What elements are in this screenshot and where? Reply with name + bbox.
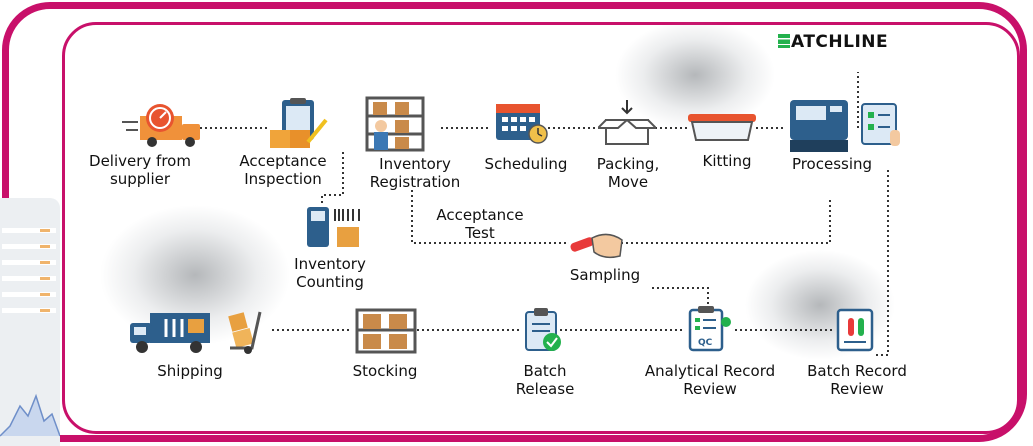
- node-inventory-counting-label: Inventory Counting: [294, 255, 366, 291]
- node-delivery-label: Delivery from supplier: [89, 152, 191, 188]
- dashboard-thumbnail: [0, 198, 60, 446]
- node-kitting-label: Kitting: [702, 152, 752, 170]
- node-stocking-label: Stocking: [352, 362, 418, 380]
- node-acceptance-test-label: Acceptance Test: [436, 206, 524, 242]
- shipping-truck-icon: [130, 313, 210, 353]
- node-processing-label: Processing: [791, 155, 873, 173]
- node-sampling-label: Sampling: [569, 266, 641, 284]
- packing-box-icon: [598, 100, 656, 145]
- clipboard-pen-icon: [270, 98, 328, 148]
- qc-badge-text: QC: [698, 338, 713, 348]
- node-scheduling-label: Scheduling: [484, 155, 568, 173]
- batch-record-review-icon: [836, 308, 874, 352]
- inventory-shelf-icon: [365, 96, 425, 152]
- sampling-hand-icon: [570, 233, 623, 259]
- node-inventory-registration-label: Inventory Registration: [369, 155, 461, 191]
- node-shipping-label: Shipping: [157, 362, 223, 380]
- checklist-touch-icon: [861, 103, 900, 146]
- node-analytical-record-review-label: Analytical Record Review: [644, 362, 776, 398]
- qc-clipboard-icon: QC: [688, 306, 731, 352]
- photo-hands: [615, 20, 775, 130]
- batch-release-document-icon: [525, 308, 561, 351]
- node-batch-record-review-label: Batch Record Review: [807, 362, 907, 398]
- kitting-tray-icon: [688, 114, 756, 141]
- batchline-logo: ATCHLINE: [778, 32, 888, 52]
- hand-truck-icon: [228, 311, 262, 354]
- barcode-scanner-icon: [307, 207, 360, 247]
- calendar-clock-icon: [496, 104, 548, 144]
- stocking-shelf-icon: [355, 308, 417, 354]
- node-batch-release-label: Batch Release: [515, 362, 575, 398]
- processing-machine-icon: [790, 100, 848, 152]
- node-packing-move-label: Packing, Move: [596, 155, 660, 191]
- delivery-truck-icon: [122, 104, 200, 147]
- node-acceptance-inspection-label: Acceptance Inspection: [239, 152, 327, 188]
